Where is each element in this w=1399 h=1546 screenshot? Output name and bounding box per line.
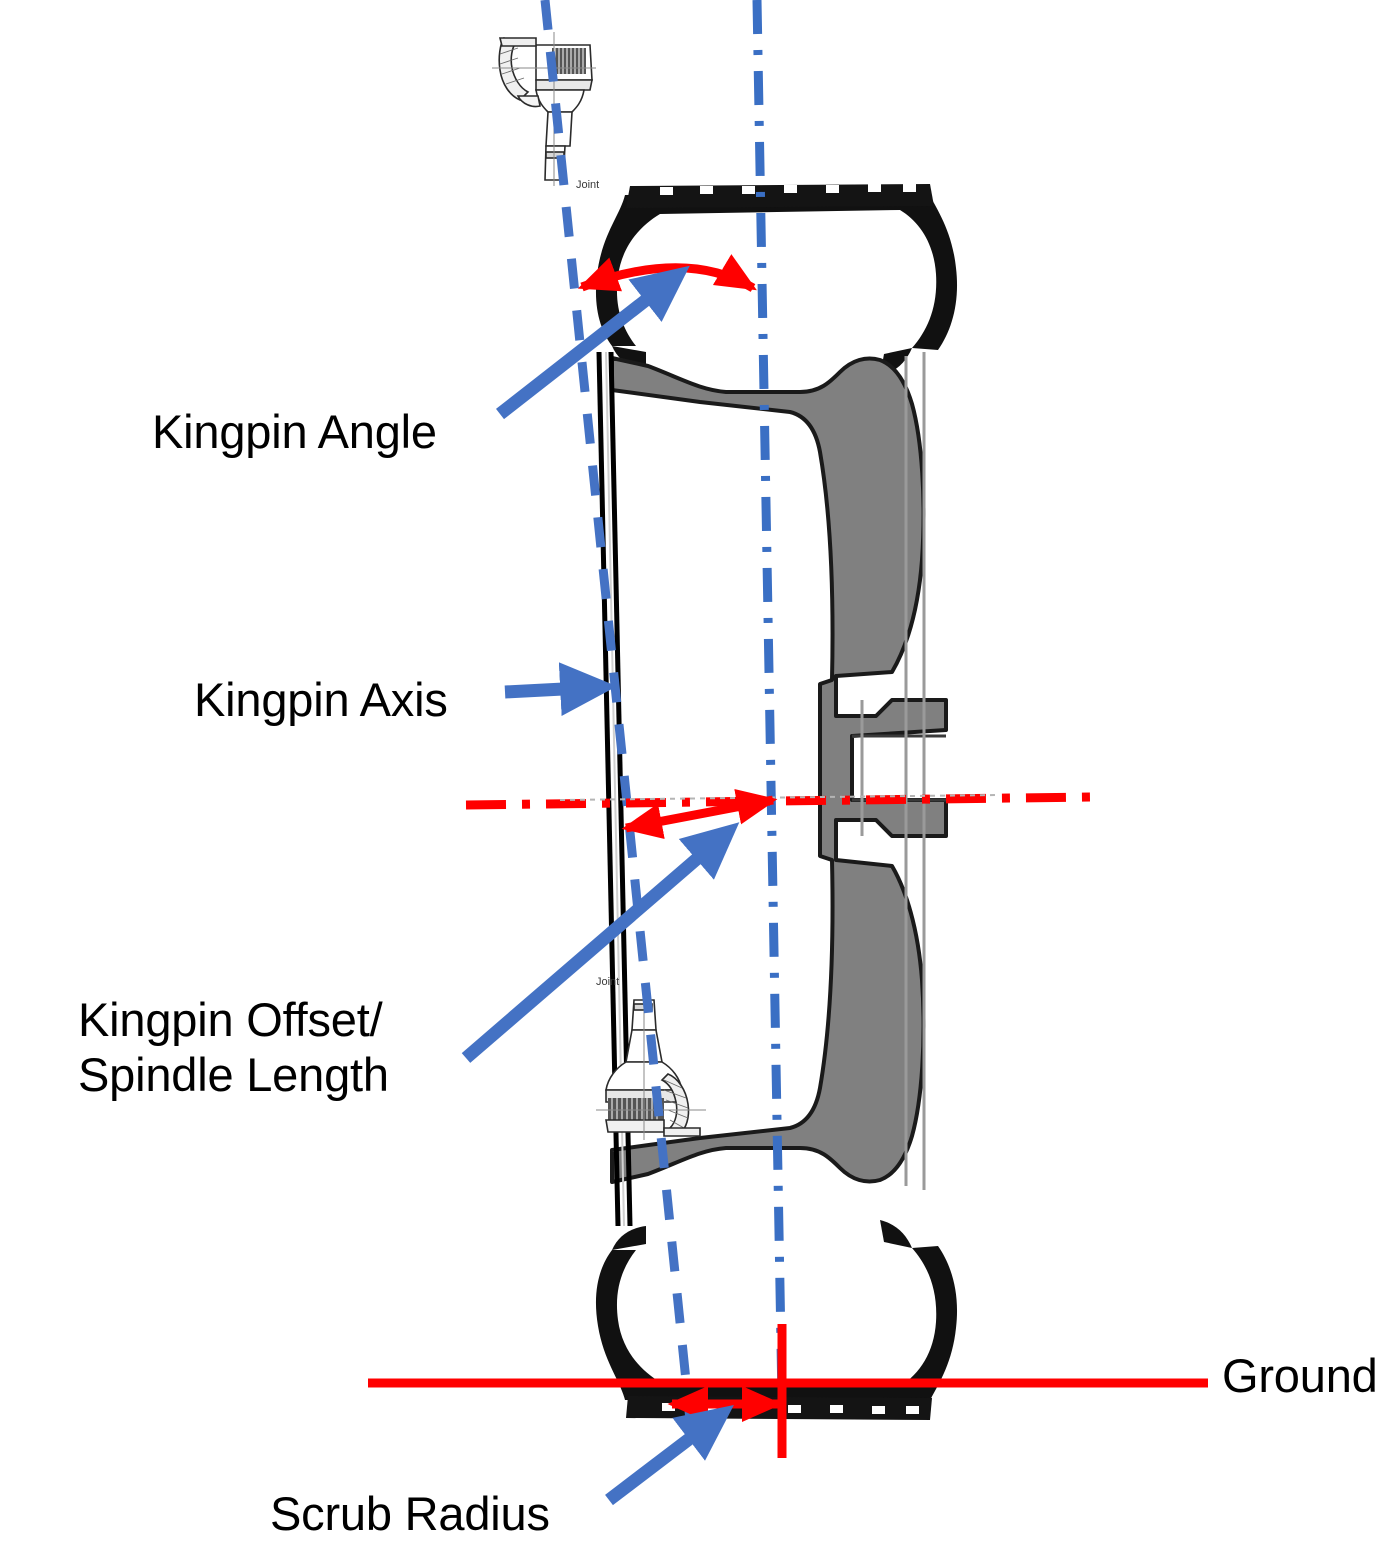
kingpin-angle-leader <box>495 265 690 420</box>
lower-ball-joint-caption: Joint <box>596 976 619 988</box>
upper-ball-joint-caption: Joint <box>576 179 599 191</box>
spindle-axis-line <box>465 792 1093 810</box>
label-kingpin-offset: Kingpin Offset/Spindle Length <box>78 992 389 1103</box>
label-kingpin-offset-line1: Kingpin Offset/ <box>78 993 383 1046</box>
kingpin-offset-arrow <box>621 789 778 839</box>
label-kingpin-angle: Kingpin Angle <box>152 405 437 458</box>
kingpin-axis-line <box>540 0 695 1421</box>
lower-ball-joint <box>596 992 706 1140</box>
label-scrub-radius: Scrub Radius <box>270 1487 550 1540</box>
wheel-centerline <box>752 0 787 1401</box>
label-kingpin-axis: Kingpin Axis <box>194 673 448 726</box>
scrub-radius-leader <box>605 1404 734 1506</box>
label-kingpin-offset-line2: Spindle Length <box>78 1048 389 1102</box>
kingpin-axis-leader <box>504 662 617 717</box>
kingpin-offset-leader <box>461 822 740 1063</box>
label-ground: Ground <box>1222 1349 1378 1402</box>
